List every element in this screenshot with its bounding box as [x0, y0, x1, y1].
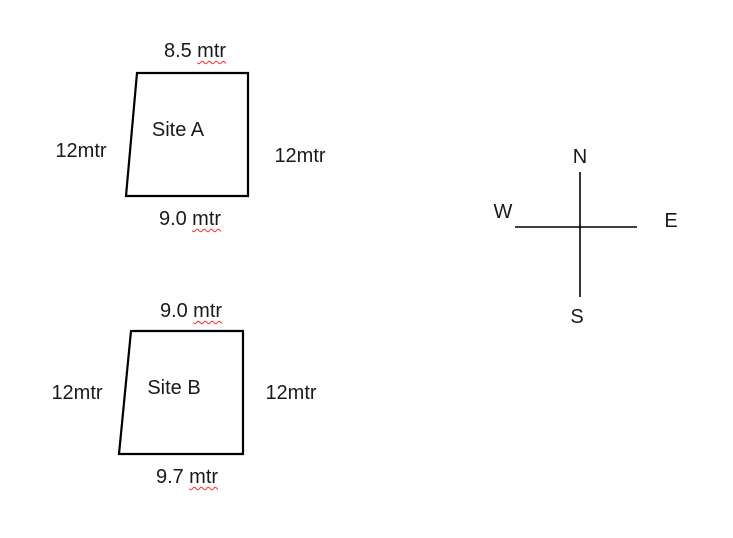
compass-south-label: S	[570, 306, 584, 328]
site-b-bottom-dimension-value: 9.7	[155, 466, 184, 488]
site-a-top-dimension-value: 8.5	[163, 40, 192, 62]
site-b-top-dimension-unit: mtr	[193, 300, 223, 322]
site-a-name: Site A	[151, 119, 205, 141]
site-a-bottom-dimension-unit: mtr	[192, 208, 222, 230]
site-a-top-dimension-unit: mtr	[197, 40, 227, 62]
site-a-outline	[124, 71, 250, 198]
site-b-outline	[117, 329, 245, 456]
site-a-bottom-dimension-value: 9.0	[158, 208, 187, 230]
site-b-right-dimension: 12mtr	[265, 382, 317, 404]
site-b-top-dimension-value: 9.0	[159, 300, 188, 322]
site-a-left-dimension: 12mtr	[55, 140, 107, 162]
compass-north-label: N	[572, 146, 588, 168]
site-b-left-dimension: 12mtr	[51, 382, 103, 404]
site-b-name: Site B	[147, 377, 201, 399]
site-a-right-dimension: 12mtr	[274, 145, 326, 167]
compass-west-label: W	[493, 201, 513, 223]
compass-east-label: E	[664, 210, 678, 232]
site-b-bottom-dimension-unit: mtr	[189, 466, 219, 488]
